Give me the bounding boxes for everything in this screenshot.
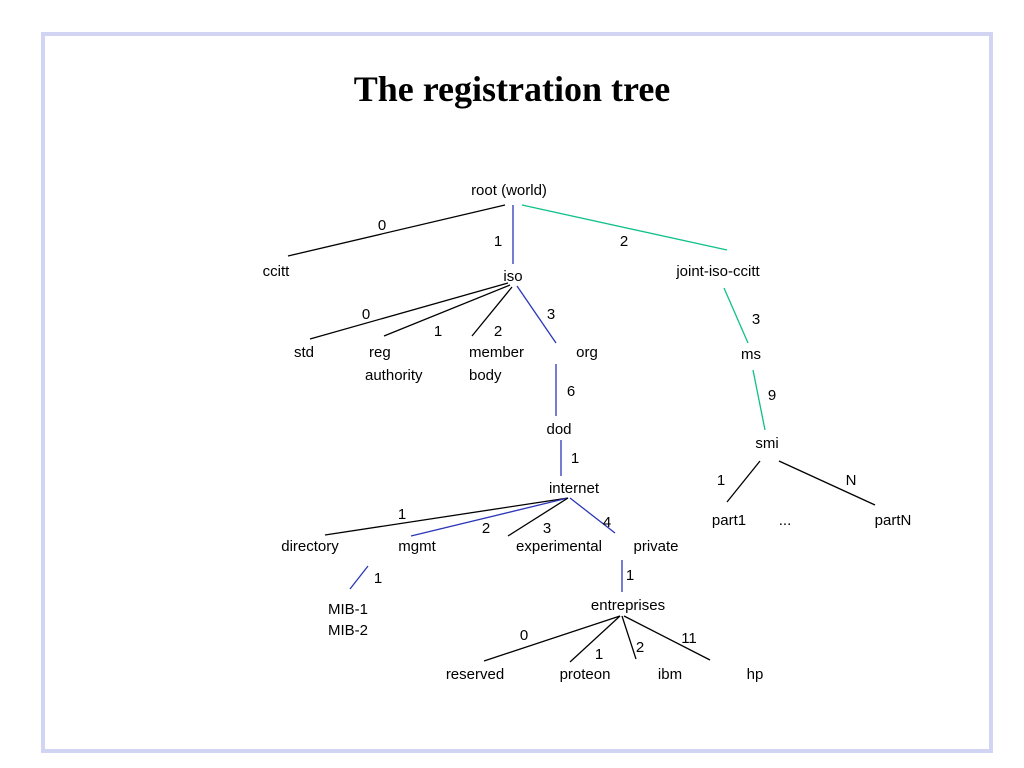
edge-label-joint-ms: 3	[752, 311, 760, 328]
edge-label-internet-mgmt: 2	[482, 520, 490, 537]
edge-label-smi-partN: N	[846, 472, 857, 489]
edge-iso-org	[516, 285, 557, 344]
node-hp: hp	[747, 666, 764, 683]
node-std: std	[294, 344, 314, 361]
node-entreprises: entreprises	[591, 597, 665, 614]
node-experimental: experimental	[516, 538, 602, 555]
node-reserved: reserved	[446, 666, 504, 683]
edge-label-mgmt-mib: 1	[374, 570, 382, 587]
edge-label-iso-member: 2	[494, 323, 502, 340]
node-internet: internet	[549, 480, 600, 497]
node-ibm: ibm	[658, 666, 682, 683]
tree-edges	[287, 204, 876, 663]
edge-label-ent-ibm: 2	[636, 639, 644, 656]
edge-label-dod-internet: 1	[571, 450, 579, 467]
node-member: member	[469, 344, 524, 361]
edge-smi-partN	[778, 460, 876, 506]
node-part1: part1	[712, 512, 746, 529]
node-org: org	[576, 344, 598, 361]
edge-iso-member	[471, 286, 513, 337]
edge-joint-ms	[723, 287, 749, 344]
edge-ms-smi	[752, 369, 766, 431]
node-joint-iso-ccitt: joint-iso-ccitt	[675, 263, 760, 280]
edge-root-joint	[521, 204, 728, 251]
node-smi: smi	[755, 435, 778, 452]
node-private: private	[633, 538, 678, 555]
edge-label-smi-part1: 1	[717, 472, 725, 489]
node-root: root (world)	[471, 182, 547, 199]
edge-label-root-iso: 1	[494, 233, 502, 250]
edge-smi-part1	[726, 460, 761, 503]
node-mgmt: mgmt	[398, 538, 436, 555]
node-dod: dod	[546, 421, 571, 438]
node-iso: iso	[503, 268, 522, 285]
node-ellipsis: ...	[779, 512, 792, 529]
edge-iso-std	[309, 282, 509, 340]
edge-ent-hp	[623, 615, 711, 661]
edge-label-root-joint: 2	[620, 233, 628, 250]
edge-label-iso-org: 3	[547, 306, 555, 323]
edge-internet-mgmt	[410, 497, 569, 537]
edge-ent-reserved	[483, 615, 621, 662]
edge-label-ent-reserved: 0	[520, 627, 528, 644]
edge-label-org-dod: 6	[567, 383, 575, 400]
node-member-body: body	[469, 367, 502, 384]
node-partN: partN	[875, 512, 912, 529]
edge-ent-proteon	[569, 615, 621, 663]
edge-label-internet-private: 4	[603, 514, 611, 531]
node-ccitt: ccitt	[263, 263, 291, 280]
tree-nodes: root (world) ccitt iso joint-iso-ccitt s…	[263, 182, 912, 683]
node-reg-authority: authority	[365, 367, 423, 384]
edge-label-internet-experimental: 3	[543, 520, 551, 537]
edge-label-ms-smi: 9	[768, 387, 776, 404]
node-mib-2: MIB-2	[328, 622, 368, 639]
edge-ent-ibm	[621, 615, 637, 660]
edge-label-ent-proteon: 1	[595, 646, 603, 663]
node-proteon: proteon	[560, 666, 611, 683]
edge-labels: 0 1 2 0 1 2 3 3 6 9 1 1 N 1 2 3 4 1 1 0 …	[362, 217, 857, 663]
edge-internet-private	[569, 497, 616, 534]
slide-border	[41, 32, 993, 753]
edge-internet-directory	[324, 497, 569, 536]
node-directory: directory	[281, 538, 339, 555]
edge-root-ccitt	[287, 204, 506, 257]
edge-label-internet-directory: 1	[398, 506, 406, 523]
edge-label-iso-std: 0	[362, 306, 370, 323]
node-reg: reg	[369, 344, 391, 361]
edge-internet-experimental	[507, 497, 569, 537]
edge-label-iso-reg: 1	[434, 323, 442, 340]
edge-label-root-ccitt: 0	[378, 217, 386, 234]
edge-label-private-entreprises: 1	[626, 567, 634, 584]
node-mib-1: MIB-1	[328, 601, 368, 618]
edge-iso-reg	[383, 284, 511, 337]
edge-mgmt-mib	[349, 565, 369, 590]
slide-title: The registration tree	[353, 69, 671, 109]
edge-label-ent-hp: 11	[681, 630, 697, 647]
node-ms: ms	[741, 346, 761, 363]
